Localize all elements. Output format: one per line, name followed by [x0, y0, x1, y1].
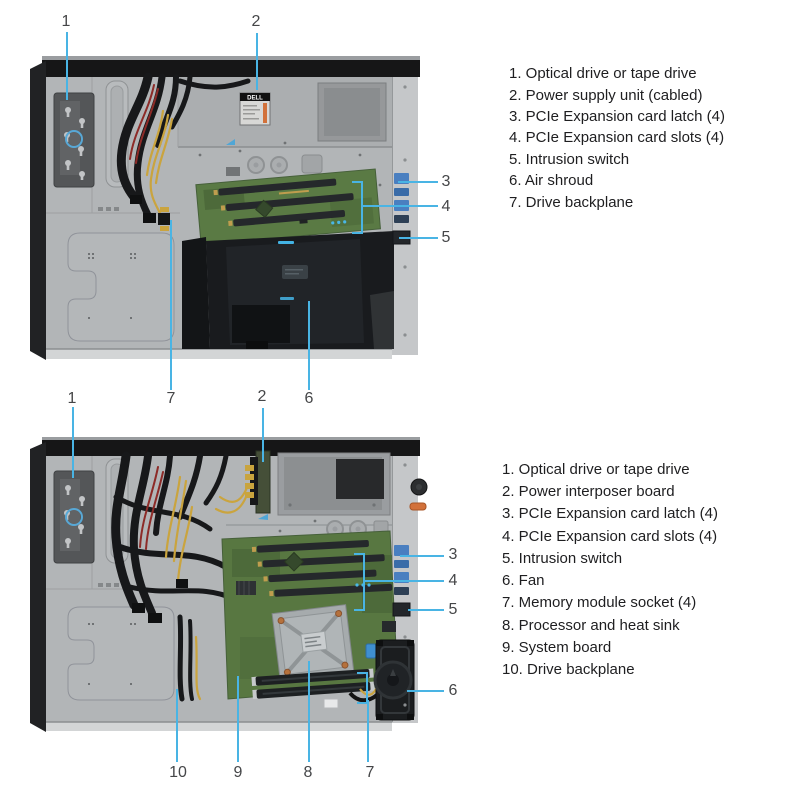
leader-line-fig2-1 — [72, 407, 74, 478]
rear-io-ports — [392, 463, 428, 707]
orange-clip — [409, 502, 427, 511]
figure1-server-interior-air-shroud-view: DELL — [30, 56, 420, 360]
processor-heat-sink — [271, 604, 355, 682]
legend2-item-4: 4. PCIe Expansion card slots (4) — [502, 527, 718, 545]
mid-panel-perforations — [198, 141, 382, 187]
legend1-item-1: 1. Optical drive or tape drive — [509, 65, 697, 83]
callout-fig1-2: 2 — [251, 13, 261, 30]
leader-line-fig1-4 — [361, 205, 438, 207]
callout-fig2-2: 2 — [257, 388, 267, 405]
legend2-item-10: 10. Drive backplane — [502, 661, 635, 679]
pcie-slots — [251, 539, 393, 597]
backplane-connector — [158, 207, 170, 231]
leader-line-fig2-3 — [400, 555, 444, 557]
legend2-item-9: 9. System board — [502, 639, 612, 657]
leader-line-fig2-10 — [176, 689, 178, 762]
callout-fig1-7: 7 — [166, 390, 176, 407]
leader-line-fig2-2 — [262, 408, 264, 462]
callout-fig2-6: 6 — [448, 682, 458, 699]
blue-release-tab — [226, 139, 235, 145]
callout-fig2-9: 9 — [233, 764, 243, 781]
leader-line-fig2-8 — [308, 661, 310, 762]
leader-line-fig1-5 — [399, 237, 438, 239]
psu-dell-label: DELL — [239, 92, 271, 126]
leader-bracket-fig2-7 — [357, 672, 368, 704]
leader-bracket-fig1-4 — [352, 181, 363, 234]
leader-line-fig1-2 — [256, 33, 258, 90]
callout-fig1-4: 4 — [441, 198, 451, 215]
callout-fig2-3: 3 — [448, 546, 458, 563]
leader-line-fig2-9 — [237, 676, 239, 762]
leader-line-fig2-4 — [363, 580, 444, 582]
callout-fig2-10: 10 — [169, 764, 187, 781]
psu-cage-opening — [277, 452, 391, 516]
leader-line-fig1-3 — [398, 181, 438, 183]
cooling-fan — [373, 639, 415, 721]
legend1-item-6: 6. Air shroud — [509, 172, 594, 190]
legend2-item-8: 8. Processor and heat sink — [502, 616, 680, 634]
white-connector — [323, 698, 339, 709]
shroud-label — [282, 265, 308, 279]
legend2-item-1: 1. Optical drive or tape drive — [502, 460, 690, 478]
legend1-item-4: 4. PCIe Expansion card slots (4) — [509, 129, 725, 147]
psu-brand-text: DELL — [247, 96, 263, 102]
legend2-item-3: 3. PCIe Expansion card latch (4) — [502, 505, 718, 523]
callout-fig2-1: 1 — [67, 390, 77, 407]
callout-fig2-4: 4 — [448, 572, 458, 589]
pcie-riser-board — [195, 168, 381, 246]
callout-fig1-1: 1 — [61, 13, 71, 30]
blue-latch — [365, 643, 377, 659]
panel-screws — [88, 253, 136, 319]
callout-fig2-7: 7 — [365, 764, 375, 781]
figure2-legend: 1. Optical drive or tape drive 2. Power … — [502, 458, 718, 681]
leader-line-fig2-7 — [367, 700, 369, 762]
legend2-item-5: 5. Intrusion switch — [502, 549, 623, 567]
legend1-item-7: 7. Drive backplane — [509, 193, 634, 211]
blue-release-tab — [258, 514, 268, 520]
leader-line-fig2-5 — [408, 609, 444, 611]
legend2-item-7: 7. Memory module socket (4) — [502, 594, 697, 612]
system-board — [221, 530, 399, 709]
air-shroud — [182, 231, 394, 349]
figure2-server-interior-system-board-view — [30, 437, 428, 732]
legend1-item-3: 3. PCIe Expansion card latch (4) — [509, 107, 725, 125]
callout-fig1-5: 5 — [441, 229, 451, 246]
embossed-side-panel — [67, 232, 175, 342]
leader-line-fig1-7 — [170, 220, 172, 390]
leader-bracket-fig2-4 — [354, 553, 365, 611]
cable-bundles — [111, 451, 250, 702]
memory-module-sockets — [251, 668, 375, 700]
leader-line-fig1-6 — [308, 301, 310, 390]
legend2-item-6: 6. Fan — [502, 572, 545, 590]
leader-line-fig1-1 — [66, 32, 68, 100]
figure1-legend: 1. Optical drive or tape drive 2. Power … — [509, 63, 725, 213]
embossed-side-panel — [67, 606, 175, 701]
cable-bundle — [116, 72, 251, 231]
legend1-item-2: 2. Power supply unit (cabled) — [509, 86, 703, 104]
legend2-item-2: 2. Power interposer board — [502, 482, 675, 500]
callout-fig2-8: 8 — [303, 764, 313, 781]
callout-fig2-5: 5 — [448, 601, 458, 618]
callout-fig1-3: 3 — [441, 173, 451, 190]
legend1-item-5: 5. Intrusion switch — [509, 150, 630, 168]
vrm-heatsink — [236, 581, 256, 595]
callout-fig1-6: 6 — [304, 390, 314, 407]
leader-line-fig2-6 — [407, 690, 444, 692]
